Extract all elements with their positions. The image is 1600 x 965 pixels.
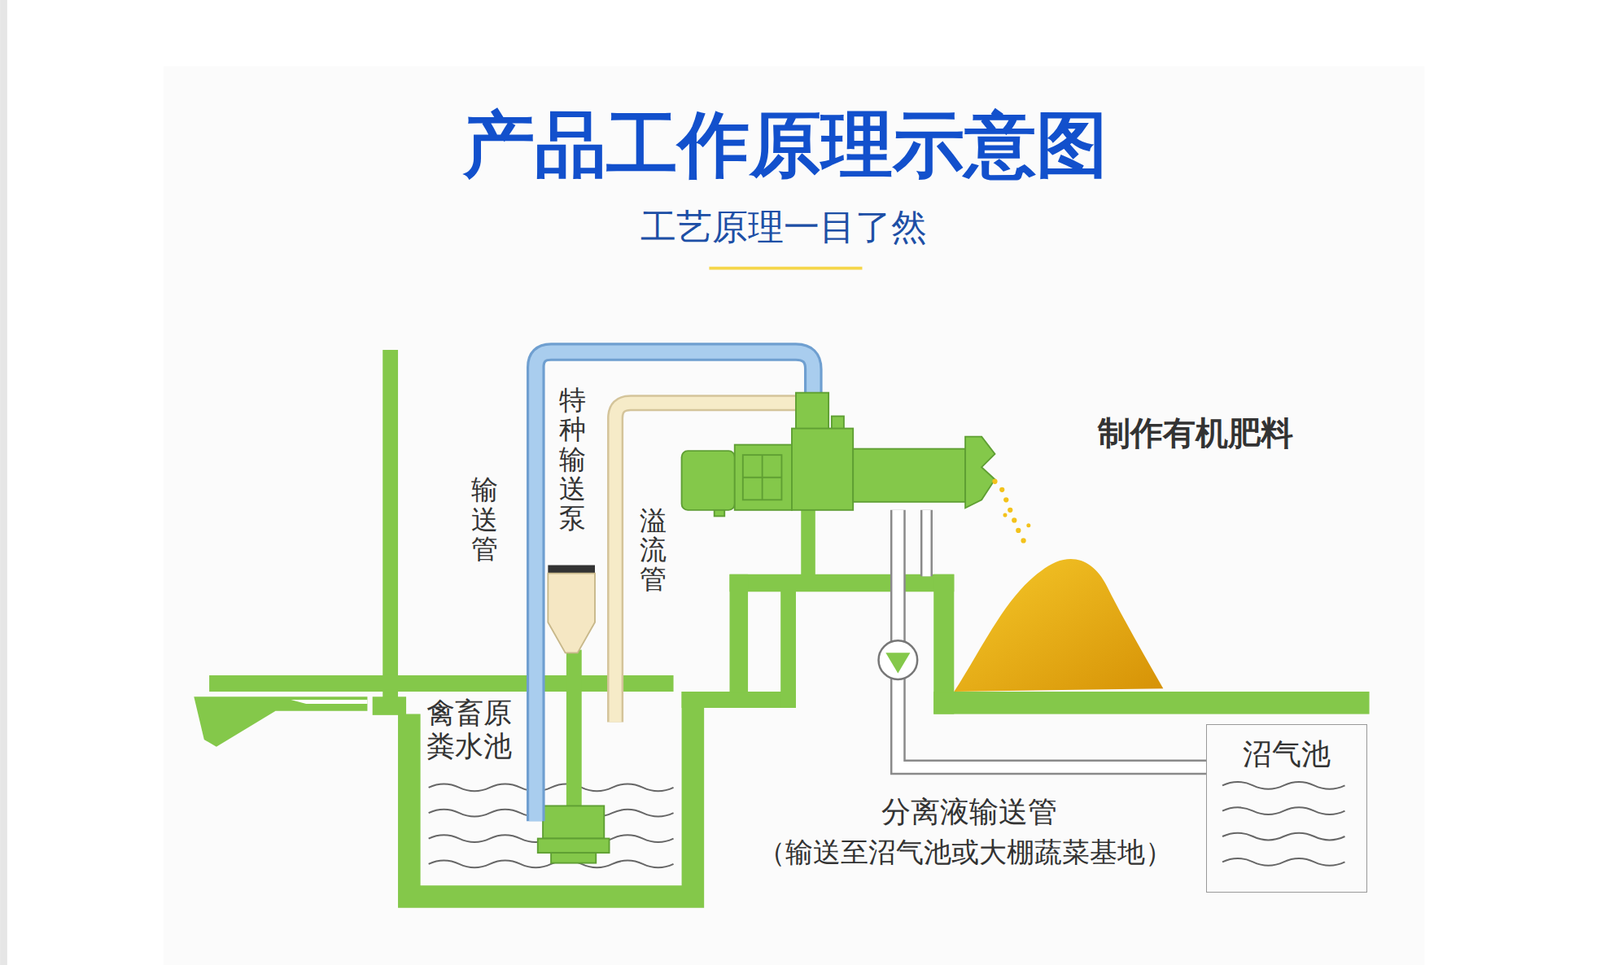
tank-pit: 禽畜原粪水池 <box>420 695 527 783</box>
wave-line <box>1222 807 1345 815</box>
biogas-tank: 沼气池 <box>1206 724 1368 893</box>
concrete-structure <box>193 349 1369 909</box>
pipe-label: 溢流管 <box>639 506 667 595</box>
title-underline <box>708 266 862 271</box>
note-label: （输送至沼气池或大棚蔬菜基地） <box>757 834 1173 870</box>
edge-strip <box>0 0 8 965</box>
separator-machine <box>681 393 996 517</box>
liquid-pump <box>878 640 919 680</box>
product-label: 制作有机肥料 <box>1097 412 1294 454</box>
node-label: 沼气池 <box>1206 725 1367 771</box>
spray-dots <box>992 479 1031 544</box>
wave-line <box>428 783 674 792</box>
transfer-pump <box>537 565 610 864</box>
liquid-pipe <box>897 510 1207 768</box>
wave-line <box>1222 833 1345 841</box>
overflow-pipe <box>615 402 806 722</box>
panel-ground <box>163 65 1426 965</box>
pipe-label: 输送管 <box>471 475 499 564</box>
pump-label: 特种输送泵 <box>559 385 586 534</box>
delivery-pipe <box>535 352 814 822</box>
wave-line <box>1222 782 1345 790</box>
wave-line <box>1222 858 1345 866</box>
page-title: 产品工作原理示意图 <box>463 101 1108 188</box>
fertilizer-pile <box>953 559 1163 692</box>
node-label: 禽畜原粪水池 <box>420 695 513 763</box>
pipe-label: 分离液输送管 <box>881 793 1058 831</box>
subtitle: 工艺原理一目了然 <box>640 204 927 250</box>
